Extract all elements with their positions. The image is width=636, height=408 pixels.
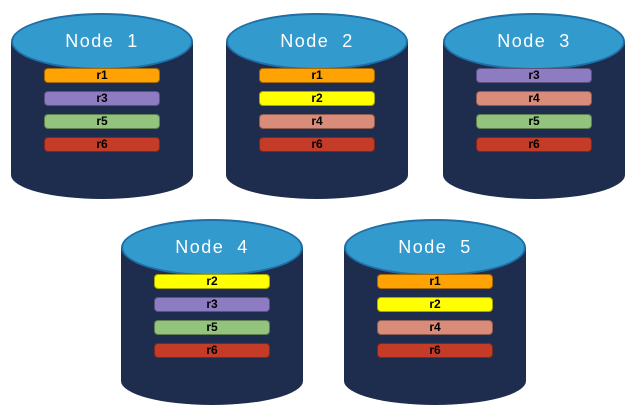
node-2-cylinder: Node 2 r1 r2 r4 r6 [226, 13, 408, 205]
node-1-cylinder: Node 1 r1 r3 r5 r6 [11, 13, 193, 205]
node-4-cylinder: Node 4 r2 r3 r5 r6 [121, 219, 303, 408]
node-2-replica-r1: r1 [259, 68, 375, 83]
node-5-replica-list: r1 r2 r4 r6 [377, 274, 493, 358]
node-3-cylinder: Node 3 r3 r4 r5 r6 [443, 13, 625, 205]
node-4-replica-r5: r5 [154, 320, 270, 335]
node-1-replica-r3: r3 [44, 91, 160, 106]
node-1-title: Node 1 [65, 31, 139, 51]
node-5-replica-r1: r1 [377, 274, 493, 289]
replica-label: r6 [528, 137, 540, 151]
replica-label: r3 [206, 297, 218, 311]
node-2-title: Node 2 [280, 31, 354, 51]
node-2-replica-r2: r2 [259, 91, 375, 106]
node-1-replica-list: r1 r3 r5 r6 [44, 68, 160, 152]
node-1-replica-r1: r1 [44, 68, 160, 83]
node-2-replica-r4: r4 [259, 114, 375, 129]
node-5-title: Node 5 [398, 237, 472, 257]
node-3-replica-r5: r5 [476, 114, 592, 129]
node-3-replica-r6: r6 [476, 137, 592, 152]
replica-label: r2 [311, 91, 323, 105]
replica-label: r1 [429, 274, 441, 288]
node-5-cylinder-top: Node 5 [344, 219, 526, 276]
node-1-cylinder-top: Node 1 [11, 13, 193, 70]
node-2-cylinder-top: Node 2 [226, 13, 408, 70]
replica-label: r3 [528, 68, 540, 82]
node-5-replica-r6: r6 [377, 343, 493, 358]
node-3-replica-list: r3 r4 r5 r6 [476, 68, 592, 152]
node-1-replica-r5: r5 [44, 114, 160, 129]
node-4-cylinder-top: Node 4 [121, 219, 303, 276]
node-3-replica-r3: r3 [476, 68, 592, 83]
replica-label: r6 [96, 137, 108, 151]
node-4-replica-r6: r6 [154, 343, 270, 358]
node-4-title: Node 4 [175, 237, 249, 257]
replica-label: r1 [311, 68, 323, 82]
node-4-replica-r3: r3 [154, 297, 270, 312]
node-4-replica-r2: r2 [154, 274, 270, 289]
replica-label: r6 [311, 137, 323, 151]
replica-label: r4 [528, 91, 540, 105]
node-5-cylinder: Node 5 r1 r2 r4 r6 [344, 219, 526, 408]
node-4-replica-list: r2 r3 r5 r6 [154, 274, 270, 358]
replica-label: r4 [429, 320, 441, 334]
replica-label: r3 [96, 91, 108, 105]
replica-label: r2 [206, 274, 218, 288]
replica-label: r6 [429, 343, 441, 357]
replica-label: r5 [96, 114, 108, 128]
replica-label: r1 [96, 68, 108, 82]
node-1-replica-r6: r6 [44, 137, 160, 152]
replica-label: r5 [206, 320, 218, 334]
node-3-cylinder-top: Node 3 [443, 13, 625, 70]
replica-label: r2 [429, 297, 441, 311]
node-3-replica-r4: r4 [476, 91, 592, 106]
replica-label: r6 [206, 343, 218, 357]
node-5-replica-r2: r2 [377, 297, 493, 312]
node-5-replica-r4: r4 [377, 320, 493, 335]
node-2-replica-list: r1 r2 r4 r6 [259, 68, 375, 152]
replica-label: r5 [528, 114, 540, 128]
node-3-title: Node 3 [497, 31, 571, 51]
replica-label: r4 [311, 114, 323, 128]
node-2-replica-r6: r6 [259, 137, 375, 152]
